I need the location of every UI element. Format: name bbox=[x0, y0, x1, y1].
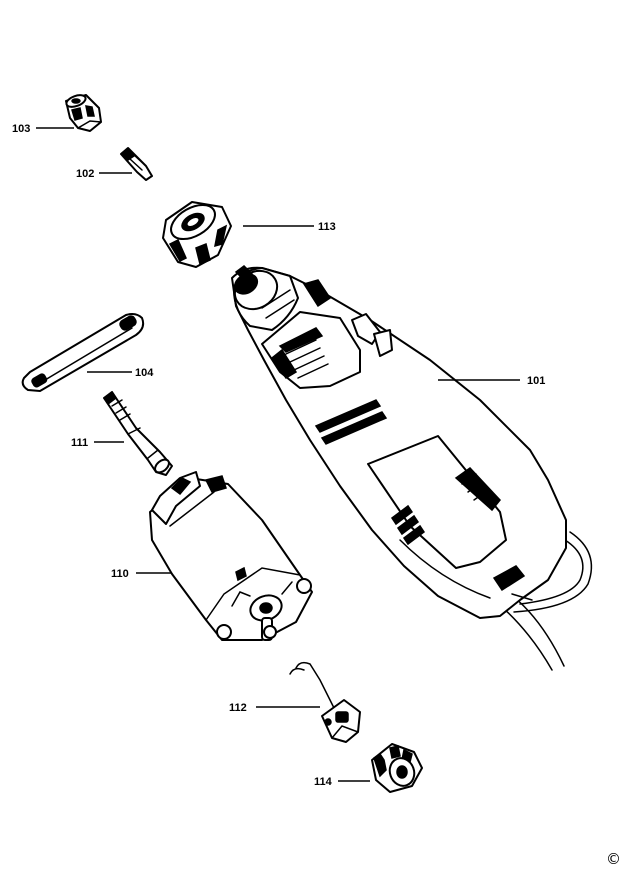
label-103: 103 bbox=[12, 123, 30, 135]
part-110-motor bbox=[149, 471, 313, 641]
part-112-switch bbox=[289, 661, 361, 743]
part-101-tool-body bbox=[231, 265, 593, 671]
label-101: 101 bbox=[527, 375, 545, 387]
label-114: 114 bbox=[314, 776, 333, 788]
label-102: 102 bbox=[76, 168, 94, 180]
part-111-shaft bbox=[102, 390, 173, 476]
label-110: 110 bbox=[111, 568, 129, 580]
label-111: 111 bbox=[71, 437, 88, 449]
part-102-collet bbox=[120, 147, 153, 181]
part-103-collet-nut bbox=[65, 94, 102, 132]
part-104-spanner bbox=[21, 313, 145, 392]
copyright-mark: © bbox=[606, 850, 621, 868]
label-112: 112 bbox=[229, 702, 247, 714]
label-113: 113 bbox=[318, 221, 336, 233]
label-104: 104 bbox=[135, 367, 154, 379]
part-113-nose-cap bbox=[162, 201, 232, 268]
part-114-speed-wheel bbox=[371, 743, 423, 793]
